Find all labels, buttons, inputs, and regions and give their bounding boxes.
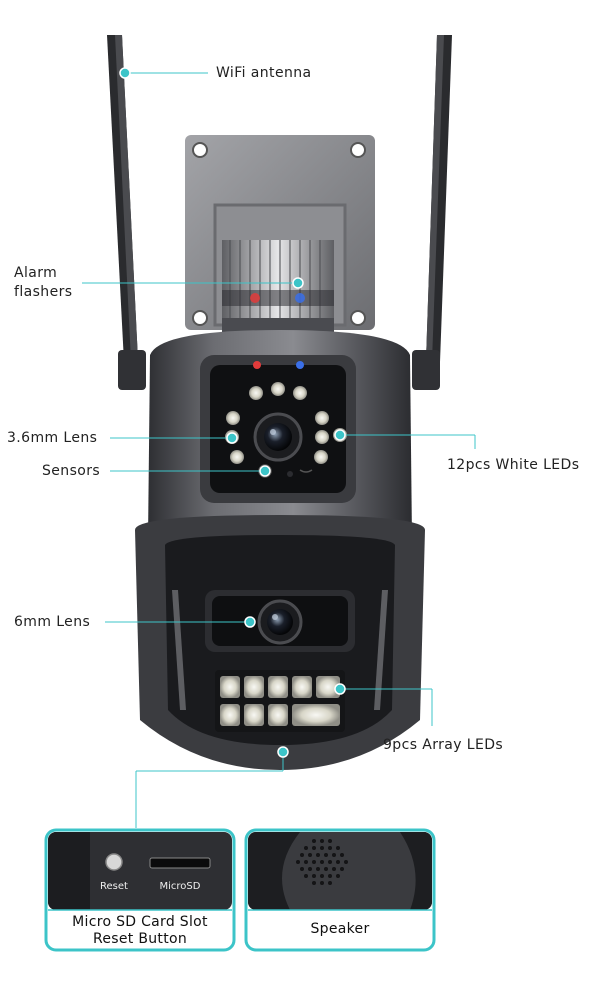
label-sensors: Sensors [42,463,101,479]
sd-caption-line2: Reset Button [92,931,188,947]
alarm-flasher [222,240,334,332]
led-icon [293,386,307,400]
label-alarm-line2: flashers [14,284,73,300]
led-icon [249,386,263,400]
led-icon [230,450,244,464]
led-icon [244,676,264,698]
array-led-panel [215,670,345,732]
led-icon [226,411,240,425]
label-white-leds: 12pcs White LEDs [447,457,580,473]
label-alarm-line1: Alarm [14,265,58,281]
led-icon [268,676,288,698]
led-icon [292,704,340,726]
callout-dots [119,67,346,758]
sd-card-inset: Reset MicroSD [44,828,236,952]
led-icon [314,450,328,464]
label-wifi-antenna: WiFi antenna [216,65,312,81]
label-array-leds: 9pcs Array LEDs [383,737,504,753]
camera-lens-icon [257,599,303,645]
speaker-grille-icon [296,839,348,885]
sd-microsd-label: MicroSD [160,881,201,892]
speaker-inset [244,828,436,952]
led-icon [292,676,312,698]
speaker-caption: Speaker [310,921,370,937]
microsd-slot-icon [149,857,211,869]
reset-button-icon [105,853,123,871]
wifi-antenna-icon [107,35,452,390]
camera-lens-icon [253,412,303,462]
label-lens-6mm: 6mm Lens [14,614,91,630]
led-icon [315,411,329,425]
callout-lines [82,72,476,828]
led-icon [316,676,340,698]
sd-reset-label: Reset [100,881,128,892]
led-icon [220,676,240,698]
led-icon [220,704,240,726]
sd-caption-line1: Micro SD Card Slot [72,914,208,930]
sd-caption: Micro SD Card Slot Reset Button [48,914,232,948]
led-icon [271,382,285,396]
label-lens-36mm: 3.6mm Lens [7,430,98,446]
led-icon [244,704,264,726]
led-icon [268,704,288,726]
led-icon [315,430,329,444]
